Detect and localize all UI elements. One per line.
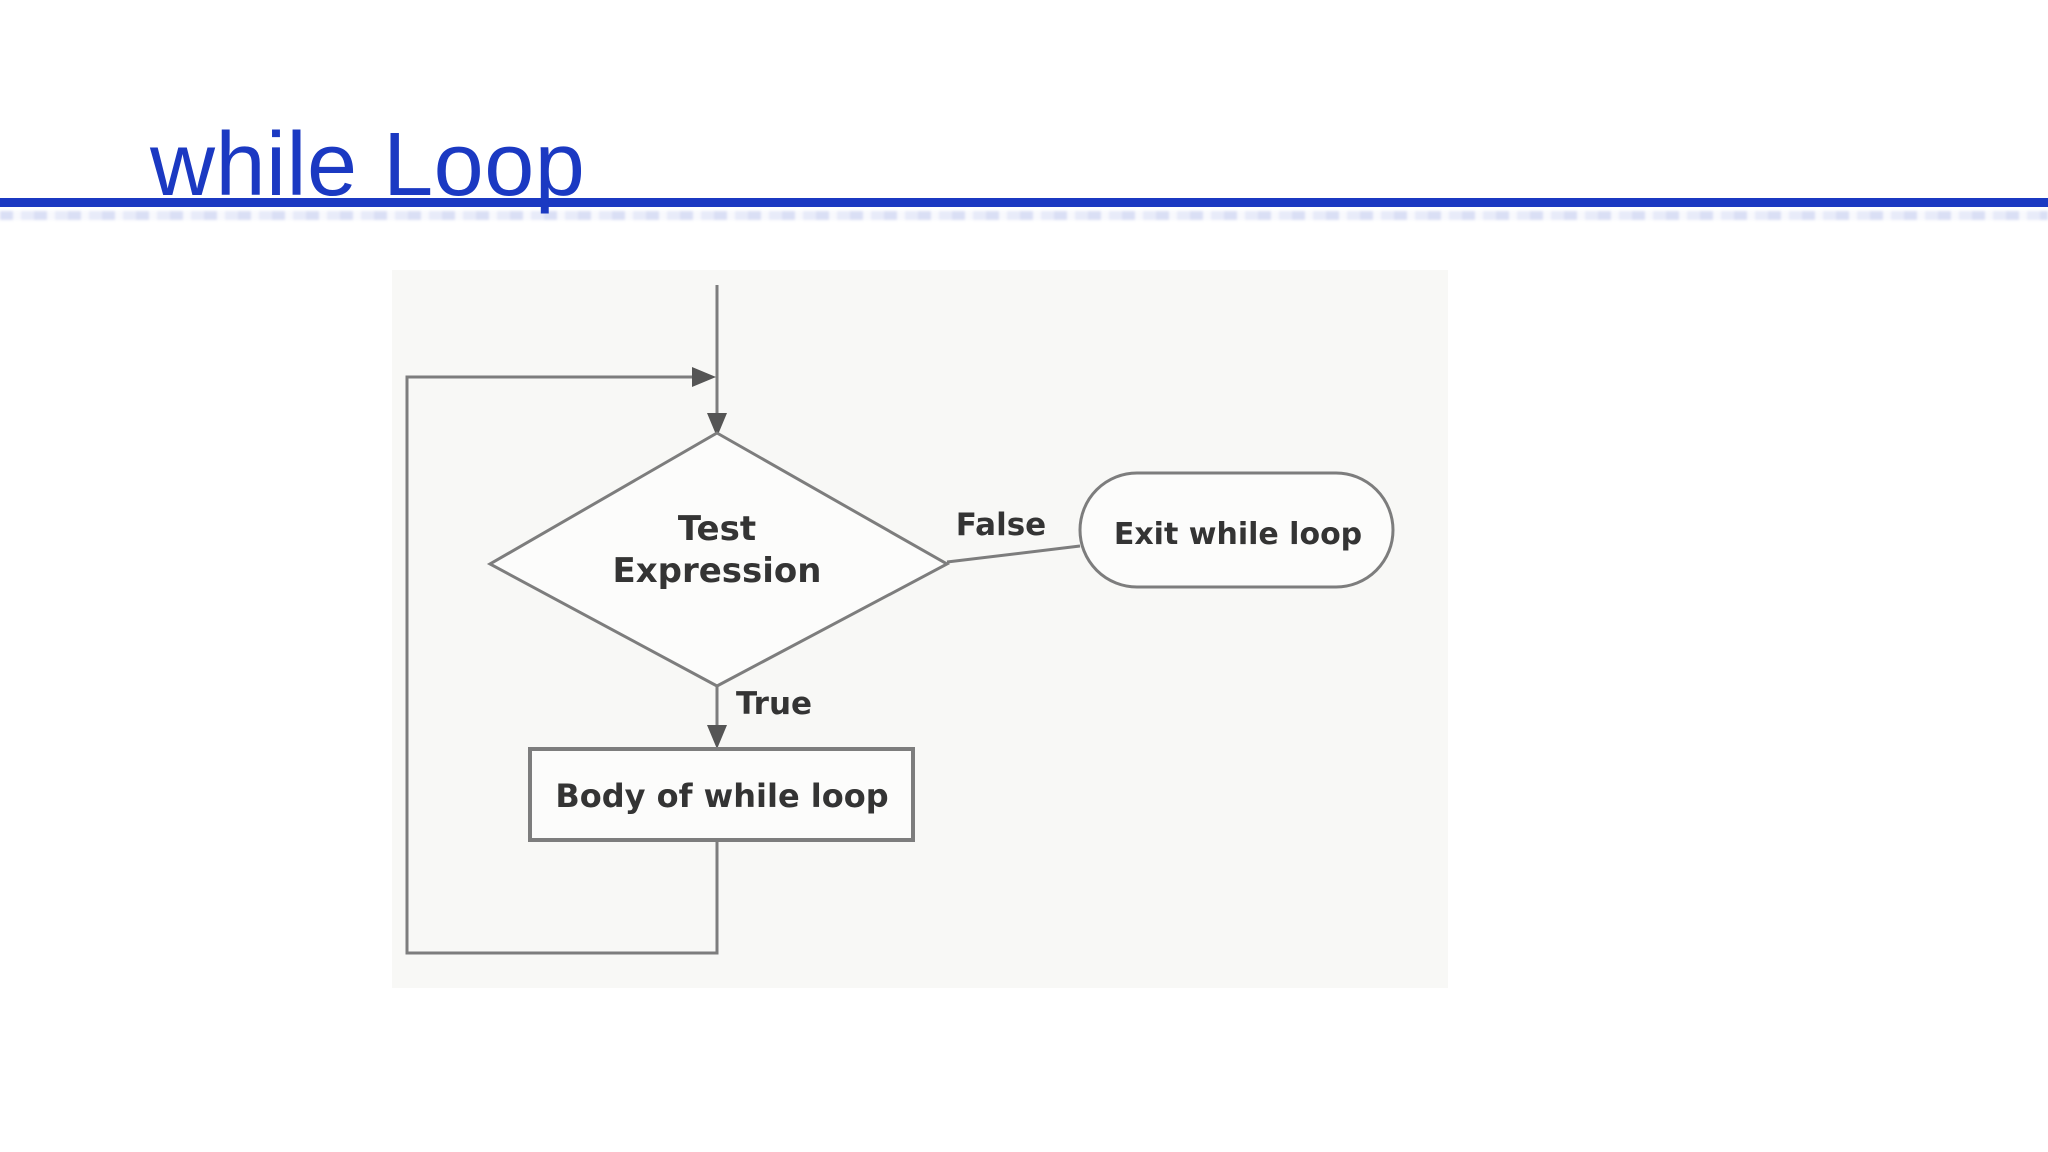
flowchart-image-background (392, 270, 1448, 988)
compression-artifact-band (0, 211, 2048, 220)
arrowhead-into-body-icon (707, 725, 727, 749)
slide-title: while Loop (150, 115, 586, 215)
body-node-label: Body of while loop (555, 777, 888, 815)
true-branch-label: True (736, 686, 812, 722)
decision-label-line1: Test (678, 509, 756, 549)
title-underline-rule (0, 198, 2048, 207)
arrowhead-into-decision-icon (707, 413, 727, 437)
decision-label-line2: Expression (612, 551, 821, 591)
false-branch-line (946, 544, 1081, 564)
false-branch-label: False (956, 507, 1046, 543)
exit-node-pill (1078, 471, 1395, 589)
arrowhead-loop-back-icon (692, 367, 716, 387)
loop-back-path (405, 375, 719, 955)
body-node-box (528, 747, 915, 842)
exit-node-label: Exit while loop (1114, 517, 1362, 552)
